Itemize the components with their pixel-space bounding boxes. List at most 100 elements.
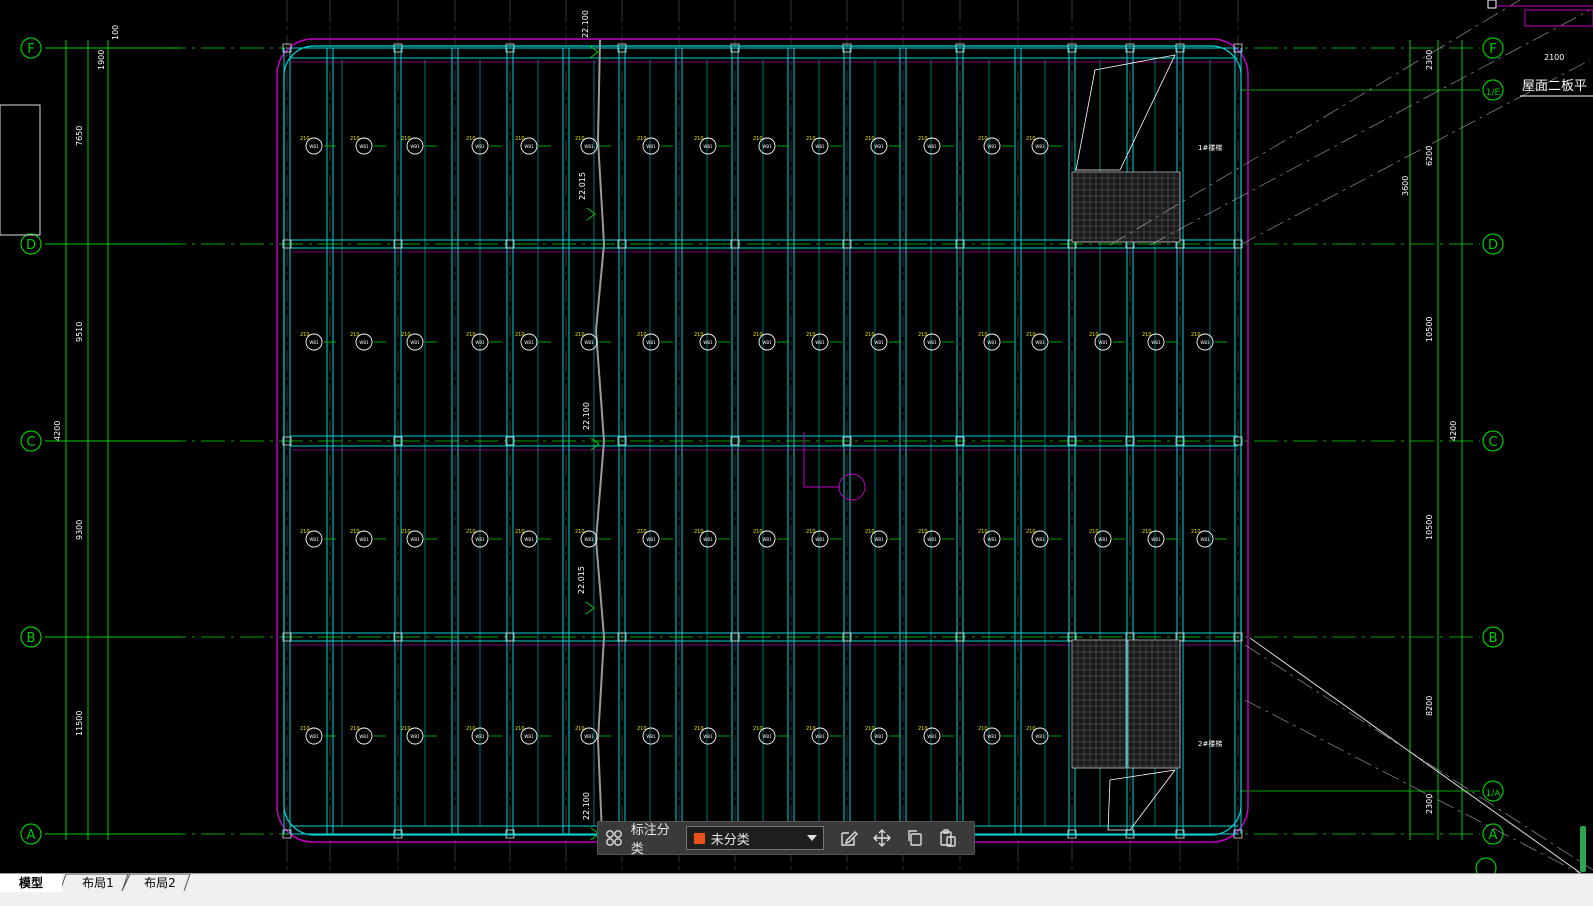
slab-mark-label: WB1 xyxy=(1035,144,1045,149)
slab-mark-circle xyxy=(1031,137,1049,155)
slab-thickness-label: 210 xyxy=(1142,332,1152,338)
level-marker xyxy=(589,45,599,59)
slab-mark-circle xyxy=(1031,727,1049,745)
diagonal-guide xyxy=(1239,59,1591,246)
slab-mark-label: WB1 xyxy=(703,537,713,542)
slab-thickness-label: 210 xyxy=(466,726,476,732)
level-marker xyxy=(585,601,595,615)
level-label: 22.100 xyxy=(581,10,590,38)
slab-mark-label: WB1 xyxy=(359,734,369,739)
dim-text-right: 2100 xyxy=(1544,53,1564,62)
edit-icon[interactable] xyxy=(836,826,862,850)
diagonal-solid xyxy=(1249,637,1593,883)
grid-bubble-label: F xyxy=(1489,42,1496,57)
slab-mark-label: WB1 xyxy=(359,340,369,345)
slab-mark-label: WB1 xyxy=(927,340,937,345)
slab-mark-label: WB1 xyxy=(703,340,713,345)
slab-thickness-label: 210 xyxy=(978,136,988,142)
slab-mark-label: WB1 xyxy=(1151,537,1161,542)
slab-thickness-label: 210 xyxy=(637,136,647,142)
slab-thickness-label: 210 xyxy=(694,726,704,732)
diagonal-guide xyxy=(1109,0,1521,246)
slab-mark-circle xyxy=(642,137,660,155)
slab-thickness-label: 210 xyxy=(1026,726,1036,732)
dim-text-right: 8200 xyxy=(1425,696,1434,716)
grid-bubble-label: 1/A xyxy=(1486,789,1502,799)
slab-mark-circle xyxy=(305,137,323,155)
column-square xyxy=(1233,436,1243,446)
copy-icon[interactable] xyxy=(902,826,928,850)
column-square xyxy=(393,436,403,446)
slab-mark-label: WB1 xyxy=(874,537,884,542)
slab-mark-label: WB1 xyxy=(874,340,884,345)
slab-thickness-label: 210 xyxy=(1089,529,1099,535)
slab-thickness-label: 210 xyxy=(753,136,763,142)
category-select[interactable]: 未分类 xyxy=(685,826,824,850)
slab-mark-circle xyxy=(870,530,888,548)
slab-mark-label: WB1 xyxy=(1200,537,1210,542)
grid-bubble-label: D xyxy=(26,238,36,253)
slab-mark-circle xyxy=(406,530,424,548)
slab-mark-circle xyxy=(923,727,941,745)
slab-mark-circle xyxy=(471,530,489,548)
slab-mark-circle xyxy=(983,727,1001,745)
diagonal-guide xyxy=(1149,9,1591,246)
slab-mark-circle xyxy=(923,530,941,548)
slab-mark-label: WB1 xyxy=(1098,340,1108,345)
grid-apps-icon[interactable] xyxy=(604,827,625,849)
stair-outline-bottom xyxy=(1107,769,1176,831)
tab-layout2[interactable]: 布局2 xyxy=(144,876,176,890)
slab-thickness-label: 210 xyxy=(575,529,585,535)
slab-mark-circle xyxy=(983,333,1001,351)
column-square xyxy=(730,239,740,249)
slab-thickness-label: 210 xyxy=(401,529,411,535)
slab-mark-circle xyxy=(1196,530,1214,548)
level-label: 22.015 xyxy=(577,566,586,594)
slab-mark-label: WB1 xyxy=(646,734,656,739)
slab-thickness-label: 210 xyxy=(806,726,816,732)
slab-mark-label: WB1 xyxy=(1151,340,1161,345)
column-square xyxy=(393,43,403,53)
slab-mark-label: WB1 xyxy=(410,537,420,542)
paste-icon[interactable] xyxy=(935,826,961,850)
scroll-indicator[interactable] xyxy=(1580,826,1586,872)
slab-mark-circle xyxy=(305,530,323,548)
cad-drawing-canvas[interactable]: WB1210WB1210WB1210WB1210WB1210WB1210WB12… xyxy=(0,0,1593,886)
column-square xyxy=(1175,829,1185,839)
slab-mark-label: WB1 xyxy=(475,340,485,345)
slab-mark-label: WB1 xyxy=(815,537,825,542)
tab-layout1[interactable]: 布局1 xyxy=(82,876,114,890)
slab-mark-label: WB1 xyxy=(987,340,997,345)
slab-mark-circle xyxy=(699,137,717,155)
slab-mark-label: WB1 xyxy=(1098,537,1108,542)
slab-thickness-label: 210 xyxy=(918,136,928,142)
slab-mark-circle xyxy=(406,333,424,351)
slab-mark-circle xyxy=(870,333,888,351)
slab-mark-label: WB1 xyxy=(874,144,884,149)
stair-hatch-bottom-right xyxy=(1127,639,1181,769)
move-icon[interactable] xyxy=(869,826,895,850)
grid-bubble-label: A xyxy=(27,828,36,843)
grid-bubble-right xyxy=(1482,823,1504,845)
slab-mark-label: WB1 xyxy=(410,340,420,345)
column-square xyxy=(617,43,627,53)
slab-thickness-label: 210 xyxy=(1089,332,1099,338)
diagonal-guide xyxy=(1244,699,1593,881)
slab-mark-label: WB1 xyxy=(762,734,772,739)
slab-mark-circle xyxy=(305,727,323,745)
slab-thickness-label: 210 xyxy=(753,529,763,535)
slab-mark-label: WB1 xyxy=(584,340,594,345)
slab-mark-label: WB1 xyxy=(703,734,713,739)
column-square xyxy=(393,829,403,839)
slab-mark-label: WB1 xyxy=(987,144,997,149)
slab-thickness-label: 210 xyxy=(1191,332,1201,338)
grid-bubble-label: F xyxy=(27,42,34,57)
tab-model[interactable]: 模型 xyxy=(0,874,62,892)
stair-extras xyxy=(0,0,1593,883)
column-square xyxy=(842,436,852,446)
slab-thickness-label: 210 xyxy=(865,136,875,142)
slab-mark-label: WB1 xyxy=(524,144,534,149)
slab-thickness-label: 210 xyxy=(1026,136,1036,142)
slab-thickness-label: 210 xyxy=(806,136,816,142)
column-square xyxy=(1067,829,1077,839)
